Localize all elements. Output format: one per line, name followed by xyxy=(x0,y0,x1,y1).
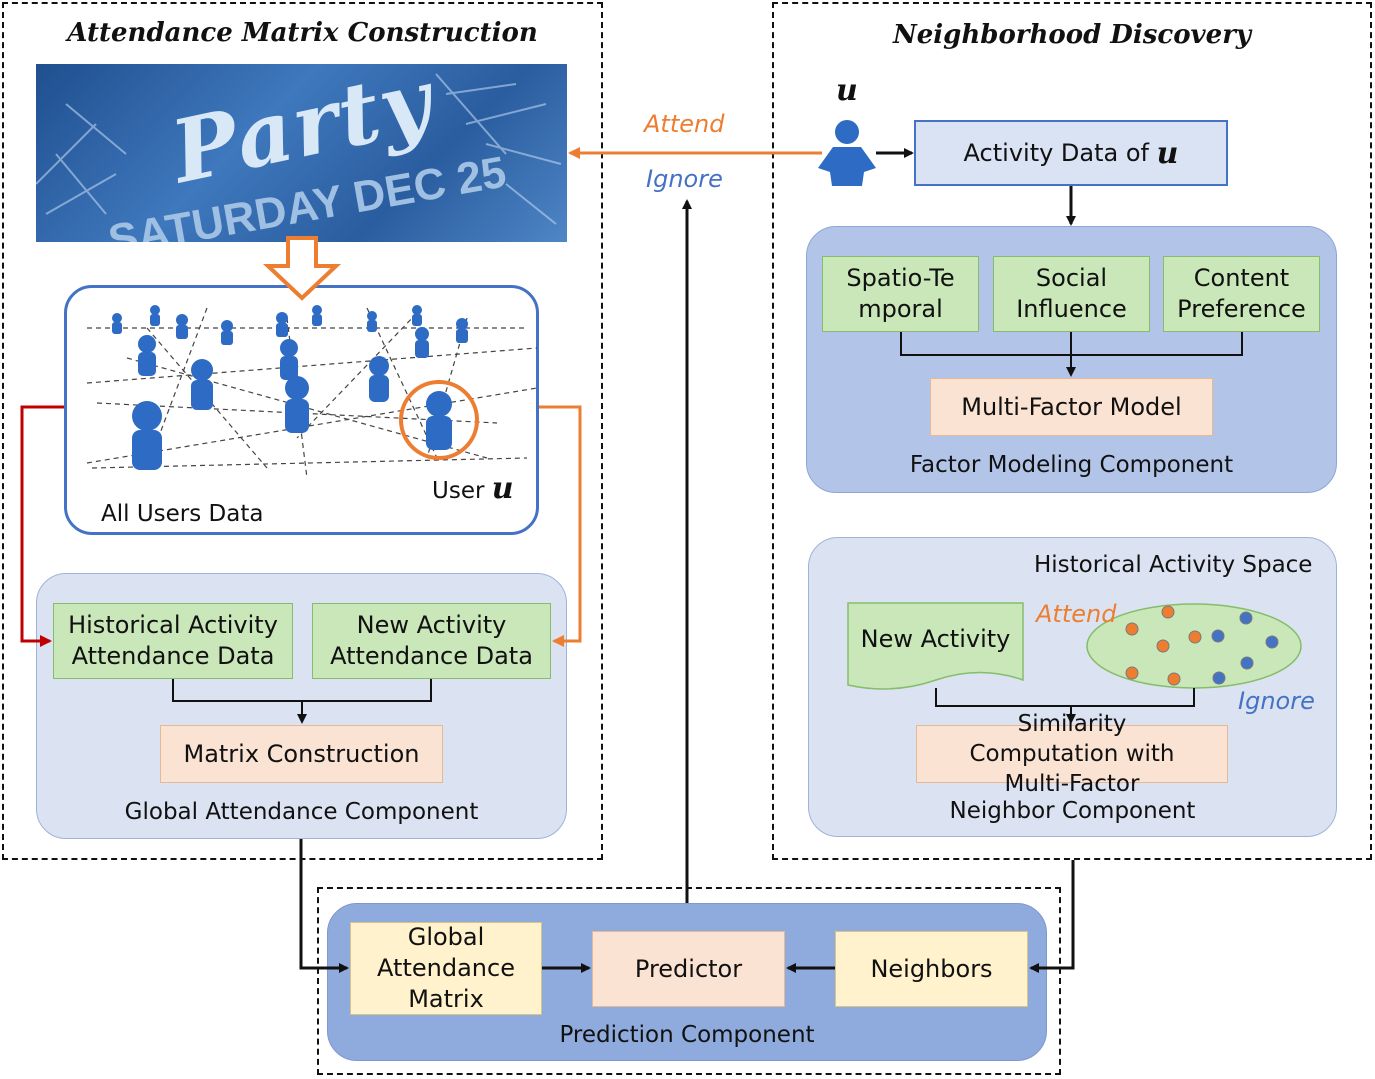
neighborhood-to-neighbors-arrow xyxy=(1029,860,1075,973)
attendance-matrix-title: Attendance Matrix Construction xyxy=(67,18,538,48)
network-user-figure xyxy=(312,305,322,326)
top-user-icon xyxy=(818,120,876,186)
neighborhood-discovery-frame xyxy=(772,2,1372,860)
attended-activity-dots xyxy=(1125,605,1202,686)
user-u-highlight-circle xyxy=(399,380,479,460)
network-user-figure xyxy=(280,339,298,380)
network-user-figure xyxy=(415,327,429,358)
social-influence-box: Social Influence xyxy=(993,256,1150,332)
attendance-merge-connector xyxy=(172,679,432,722)
network-user-figure xyxy=(276,312,288,337)
network-user-figure xyxy=(112,313,122,334)
attend-label: Attend xyxy=(644,110,725,138)
network-user-figure xyxy=(426,391,452,450)
ignore-label: Ignore xyxy=(646,165,723,193)
multi-factor-model-box: Multi-Factor Model xyxy=(930,378,1213,436)
neighborhood-discovery-title: Neighborhood Discovery xyxy=(893,20,1251,50)
network-user-figure xyxy=(221,320,233,345)
user-u-label: User u xyxy=(432,471,514,506)
network-user-figure xyxy=(456,318,468,343)
activity-data-box: Activity Data of u xyxy=(914,120,1228,186)
prediction-frame xyxy=(317,887,1061,1075)
spatio-temporal-box: Spatio-Temporal xyxy=(822,256,979,332)
activity-data-var: u xyxy=(1156,135,1179,171)
new-activity-document-shape xyxy=(847,602,1024,690)
party-banner-image: Party SATURDAY DEC 25 xyxy=(36,64,567,242)
user-network-graph xyxy=(86,305,538,479)
network-user-figure xyxy=(412,305,422,326)
network-user-figure xyxy=(191,359,213,410)
global-attendance-matrix-box: Global Attendance Matrix xyxy=(350,922,542,1015)
similarity-merge-connector xyxy=(935,688,1195,722)
neighbor-attend-label: Attend xyxy=(1036,600,1117,628)
network-user-figure xyxy=(176,314,188,339)
banner-decoration xyxy=(36,73,562,225)
neighbor-ignore-label: Ignore xyxy=(1238,687,1315,715)
spatio-temporal-text: Spatio-Temporal xyxy=(846,264,955,323)
activity-data-text: Activity Data of xyxy=(963,138,1149,167)
predictor-box: Predictor xyxy=(592,931,785,1007)
new-attendance-box: New Activity Attendance Data xyxy=(312,603,551,679)
all-users-to-new-attendance-arrow xyxy=(539,405,582,647)
factors-merge-connector xyxy=(900,332,1243,375)
all-users-caption: All Users Data xyxy=(101,501,264,527)
network-user-figure xyxy=(138,335,156,376)
global-attendance-caption: Global Attendance Component xyxy=(124,799,479,825)
network-user-figure xyxy=(132,401,162,470)
top-user-var: u xyxy=(836,73,858,108)
prediction-component-caption: Prediction Component xyxy=(559,1022,815,1048)
user-u-var: u xyxy=(491,471,514,506)
network-user-figure xyxy=(367,311,377,332)
historical-attendance-box: Historical Activity Attendance Data xyxy=(53,603,293,679)
historical-activity-space-title: Historical Activity Space xyxy=(1034,552,1313,578)
network-user-figure xyxy=(285,376,309,433)
neighbor-component-caption: Neighbor Component xyxy=(949,798,1196,824)
user-u-label-text: User xyxy=(432,478,485,504)
all-users-panel: All Users Data User u xyxy=(64,285,539,535)
new-activity-label: New Activity xyxy=(860,625,1011,653)
network-user-figure xyxy=(150,305,160,326)
factor-modeling-caption: Factor Modeling Component xyxy=(909,452,1234,478)
all-users-to-historical-arrow xyxy=(20,405,64,647)
banner-to-network-arrow xyxy=(262,236,342,301)
ignored-activity-dots xyxy=(1211,611,1279,685)
content-preference-box: Content Preference xyxy=(1163,256,1320,332)
network-user-figure xyxy=(369,356,389,402)
global-to-matrix-arrow xyxy=(299,839,349,973)
neighbors-box: Neighbors xyxy=(835,931,1028,1007)
